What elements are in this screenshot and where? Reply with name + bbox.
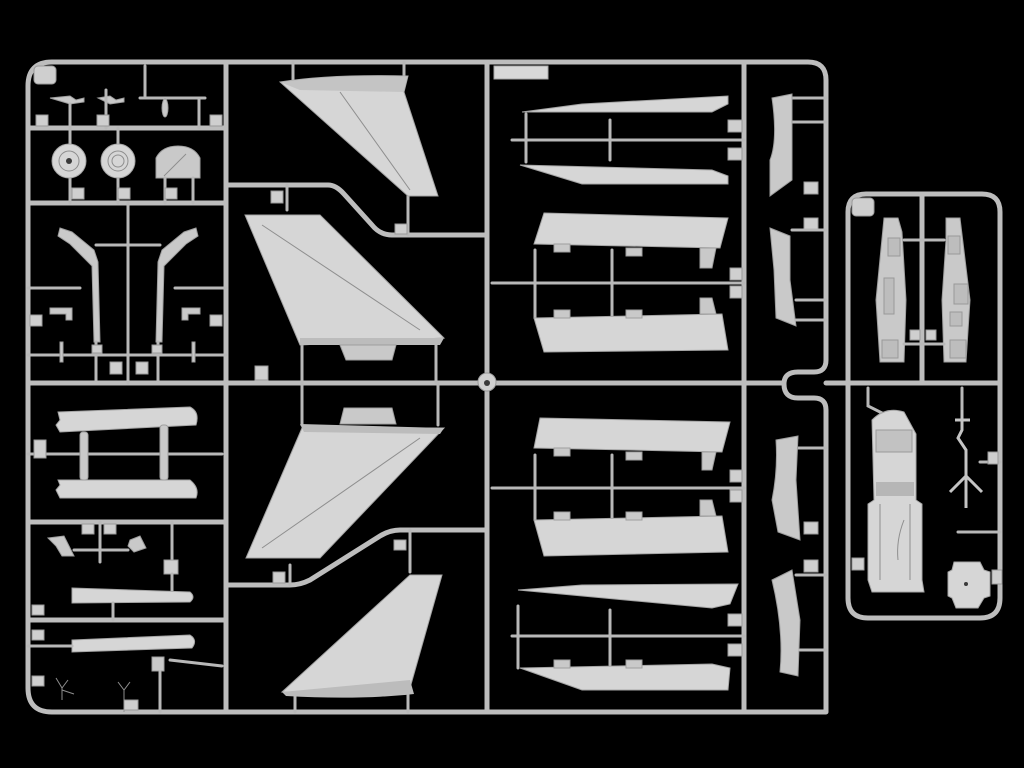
- intake-ramps: [769, 93, 828, 677]
- flap-4: [533, 515, 729, 557]
- main-sprue: [25, 59, 829, 715]
- pylons-and-fittings: [26, 520, 224, 714]
- cockpit-sidewalls: [875, 217, 971, 363]
- grille-part: [151, 656, 165, 672]
- landing-gear-struts: [26, 201, 228, 385]
- retraction-link-right: [127, 535, 147, 553]
- flap-1: [533, 212, 729, 249]
- fuel-tanks: [26, 406, 224, 499]
- flap-3: [533, 417, 731, 453]
- ramp-1: [769, 93, 793, 197]
- landing-gear-wheels: [33, 64, 223, 205]
- main-wheel-2: [100, 143, 136, 179]
- tail-surfaces: [223, 60, 490, 714]
- cockpit-tub: [851, 386, 1003, 609]
- slat-3: [517, 583, 739, 609]
- slat-4: [519, 663, 731, 691]
- slat-1: [521, 95, 729, 113]
- sprue-label-plate: [493, 65, 549, 80]
- instrument-hub: [947, 561, 991, 609]
- control-stick-assembly: [948, 473, 984, 508]
- retraction-link-left: [46, 535, 75, 557]
- ramp-3: [771, 435, 801, 541]
- drop-tank-lower: [55, 479, 198, 499]
- flap-2: [533, 313, 729, 353]
- flaps-and-doors: [490, 65, 746, 691]
- cockpit-sprue: [823, 191, 1003, 621]
- ramp-2: [769, 227, 797, 327]
- cockpit-frame-outer: [845, 191, 1003, 621]
- slat-2: [519, 164, 729, 185]
- pylon-2: [71, 634, 196, 653]
- pylon-1: [71, 587, 194, 604]
- ramp-4: [771, 569, 801, 677]
- main-frame-outer: [25, 59, 829, 715]
